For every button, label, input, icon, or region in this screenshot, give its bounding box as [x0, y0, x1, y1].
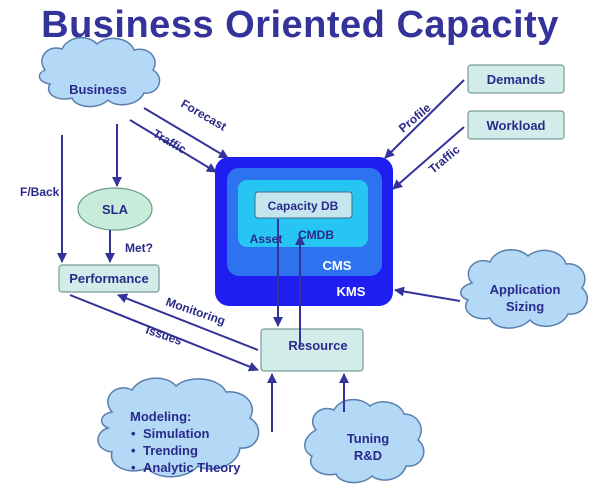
modeling-title: Modeling: — [130, 409, 191, 424]
modeling-item-trending: Trending — [143, 443, 198, 458]
cmdb-label: CMDB — [298, 228, 334, 242]
arrow-traffic-left — [129, 119, 217, 173]
business-label: Business — [69, 82, 127, 97]
asset-label: Asset — [250, 232, 283, 246]
edge-label-profile: Profile — [396, 100, 434, 135]
page-title: Business Oriented Capacity — [41, 4, 559, 46]
resource-box: Resource — [260, 328, 364, 372]
performance-label: Performance — [69, 271, 148, 286]
sla-node: SLA — [77, 187, 153, 231]
arrow-monitoring — [117, 293, 259, 351]
workload-box: Workload — [467, 110, 565, 140]
arrow-profile — [384, 79, 465, 159]
edge-label-fback: F/Back — [20, 185, 60, 199]
sla-label: SLA — [102, 202, 129, 217]
capacity-db-label: Capacity DB — [268, 199, 339, 213]
edge-label-met: Met? — [125, 241, 153, 255]
application-sizing-label-line2: Sizing — [506, 299, 544, 314]
resource-label: Resource — [288, 338, 347, 353]
modeling-item-simulation: Simulation — [143, 426, 210, 441]
modeling-item-analytic-theory: Analytic Theory — [143, 460, 241, 475]
cms-label: CMS — [323, 258, 352, 273]
application-sizing-label-line1: Application — [490, 282, 561, 297]
demands-box: Demands — [467, 64, 565, 94]
tuning-cloud: Tuning R&D — [304, 398, 425, 484]
arrow-forecast — [143, 107, 229, 159]
arrow-sizing-kms — [394, 286, 461, 302]
kms-label: KMS — [337, 284, 366, 299]
business-cloud: Business — [38, 37, 161, 108]
modeling-cloud: Modeling: • Simulation • Trending • Anal… — [97, 377, 260, 478]
svg-text:•: • — [131, 443, 136, 458]
workload-label: Workload — [487, 118, 546, 133]
svg-text:•: • — [131, 426, 136, 441]
arrows — [57, 79, 465, 432]
tuning-label-line1: Tuning — [347, 431, 389, 446]
demands-label: Demands — [487, 72, 546, 87]
edge-label-issues: Issues — [144, 323, 184, 349]
tuning-label-line2: R&D — [354, 448, 382, 463]
edge-label-traffic-right: Traffic — [426, 142, 463, 176]
arrow-traffic-right — [392, 126, 465, 190]
application-sizing-cloud: Application Sizing — [460, 249, 588, 329]
capacity-db-box: Capacity DB — [254, 191, 353, 219]
edge-label-forecast: Forecast — [179, 96, 229, 133]
arrow-issues — [69, 294, 259, 372]
svg-text:•: • — [131, 460, 136, 475]
performance-box: Performance — [58, 264, 160, 293]
